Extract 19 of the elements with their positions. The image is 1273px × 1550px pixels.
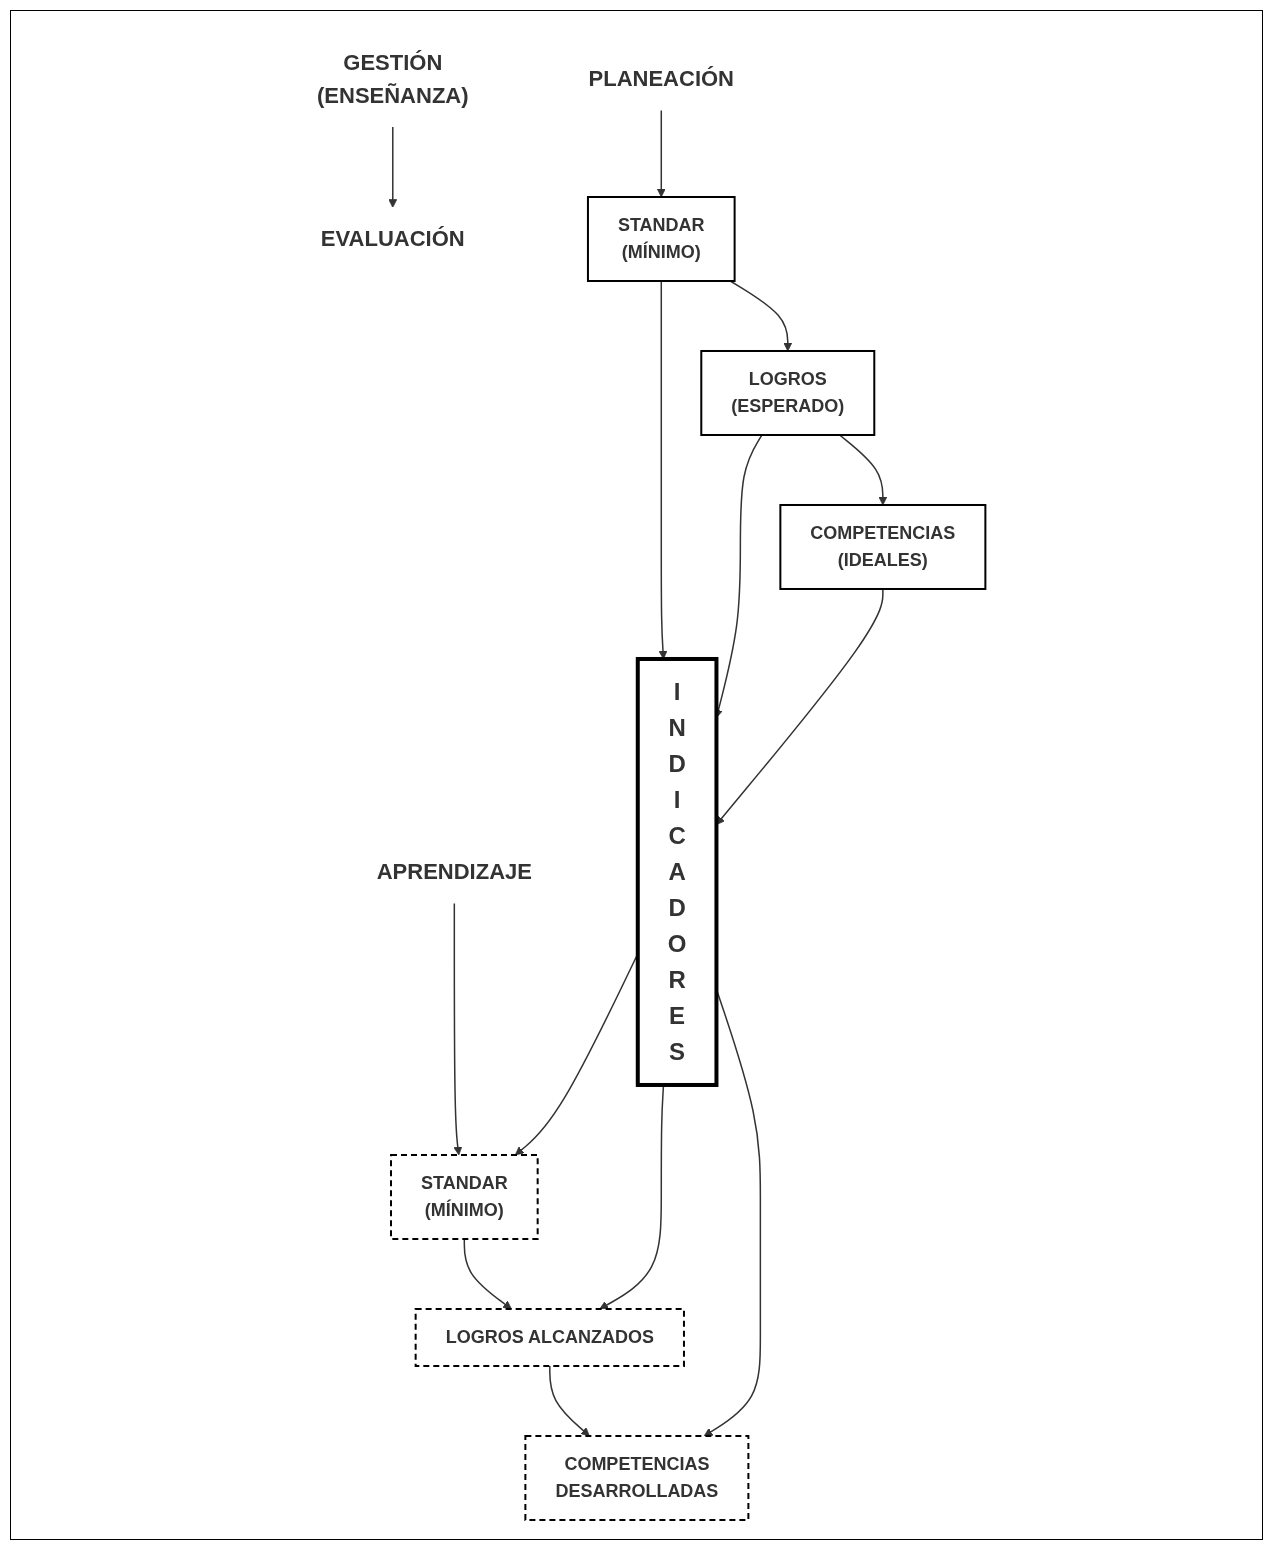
node-text: APRENDIZAJE <box>377 859 533 884</box>
arrow <box>729 279 793 351</box>
arrow <box>453 902 463 1155</box>
node-box: LOGROS (ESPERADO) <box>700 349 876 436</box>
node-box: LOGROS ALCANZADOS <box>414 1307 686 1367</box>
node-text: GESTIÓN (ENSEÑANZA) <box>317 49 469 108</box>
node-text: EVALUACIÓN <box>321 226 466 252</box>
node-text: PLANEACIÓN <box>588 66 735 92</box>
node-box: COMPETENCIAS (IDEALES) <box>779 503 987 590</box>
arrow <box>463 1237 513 1309</box>
node-box: COMPETENCIAS DESARROLLADAS <box>524 1434 750 1521</box>
node-box: STANDAR (MÍNIMO) <box>587 195 736 282</box>
arrow <box>388 125 398 208</box>
arrow <box>658 279 668 659</box>
node-box: STANDAR (MÍNIMO) <box>390 1153 539 1240</box>
arrow <box>657 109 666 197</box>
node-box: I N D I C A D O R E S <box>636 656 719 1087</box>
arrow <box>549 1364 591 1436</box>
arrow <box>839 433 888 505</box>
